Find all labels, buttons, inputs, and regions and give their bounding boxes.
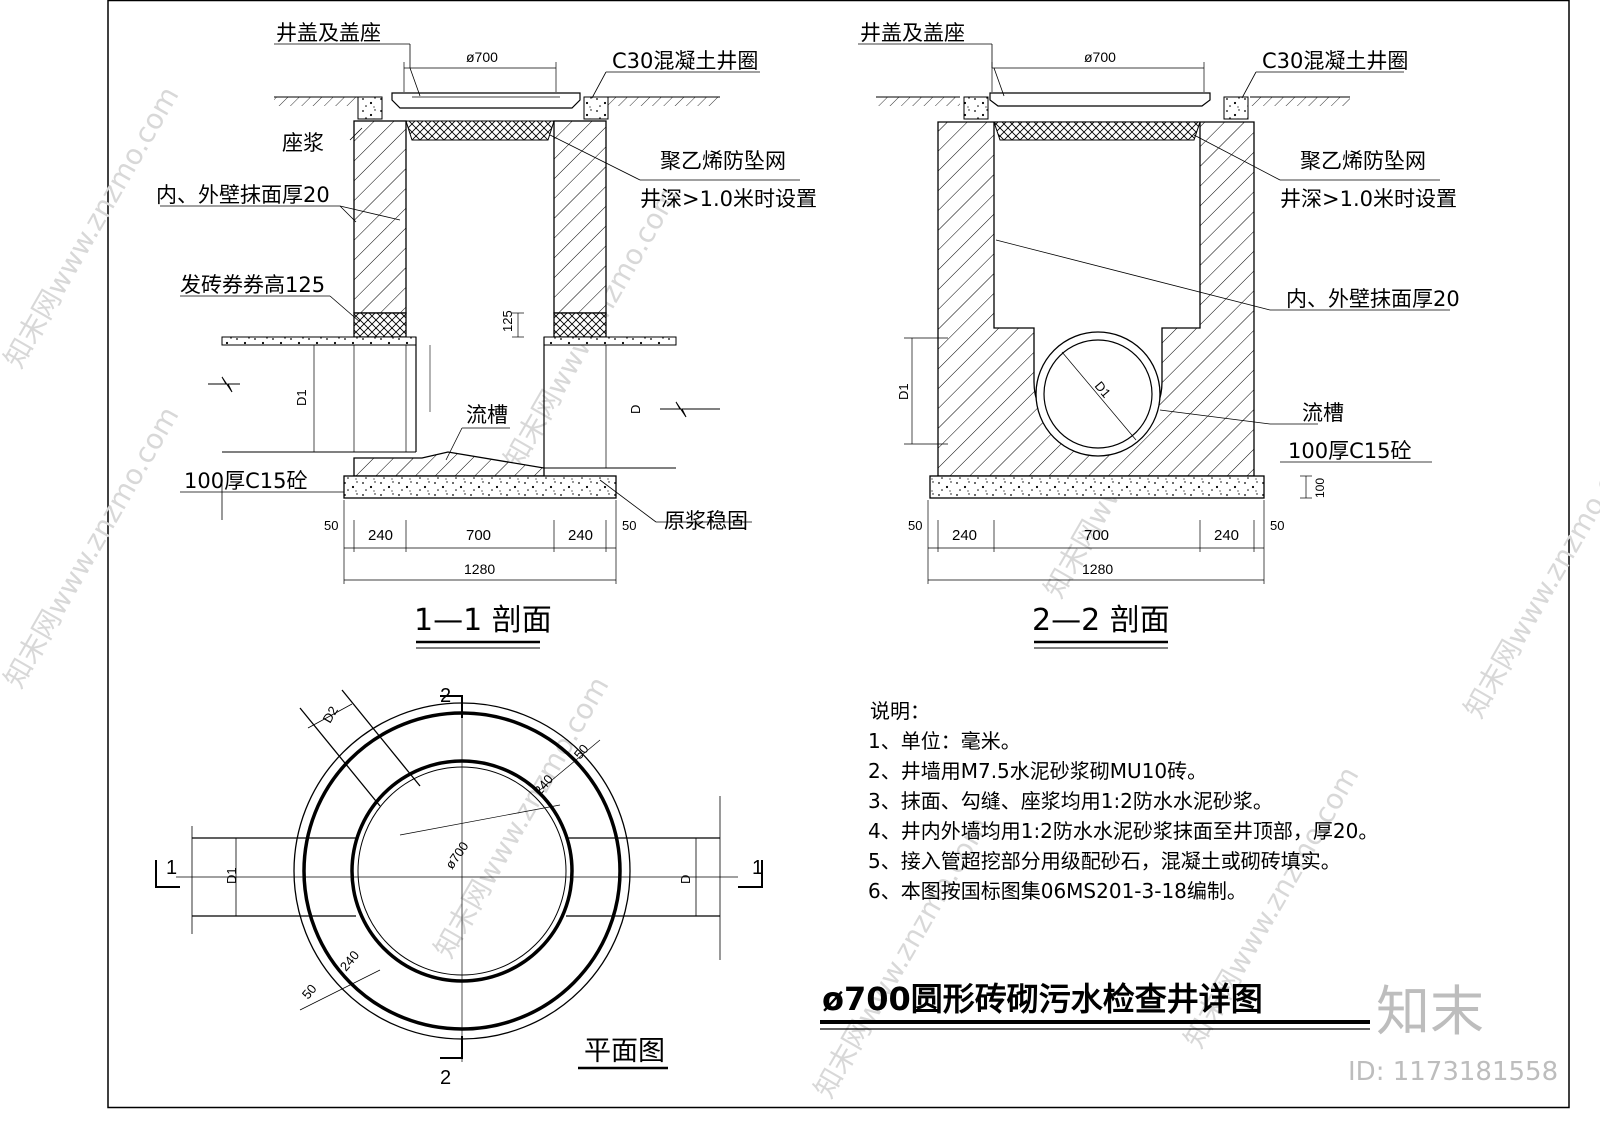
cut1-right: 1	[752, 857, 763, 879]
label-dia: ø700	[442, 839, 471, 872]
label-plaster: 内、外壁抹面厚20	[1286, 287, 1460, 311]
section-2-2	[858, 43, 1450, 649]
label-channel: 流槽	[466, 403, 508, 427]
label-d: D	[628, 405, 643, 414]
label-net: 聚乙烯防坠网	[660, 149, 786, 173]
label-d2: D2	[320, 704, 341, 726]
dim-total: 1280	[1082, 561, 1113, 577]
section-1-1	[160, 43, 800, 649]
label-cover: 井盖及盖座	[860, 21, 965, 45]
plan-view	[155, 689, 763, 1070]
label-arch-dim: 125	[500, 310, 515, 332]
dim-240-right: 240	[1214, 527, 1239, 544]
watermark-badge: 知末 ID: 1173181558	[1348, 980, 1558, 1087]
note-5: 5、接入管超挖部分用级配砂石，混凝土或砌砖填实。	[868, 849, 1341, 873]
notes: 说明： 1、单位：毫米。 2、井墙用M7.5水泥砂浆砌MU10砖。 3、抹面、勾…	[868, 699, 1378, 903]
label-arch: 发砖券券高125	[180, 273, 325, 297]
watermark-logo: 知末	[1376, 980, 1484, 1043]
plan-title: 平面图	[584, 1036, 665, 1067]
label-base: 100厚C15砼	[1288, 439, 1411, 463]
dim-700: 700	[466, 527, 491, 544]
watermark-id: ID: 1173181558	[1348, 1057, 1558, 1087]
dim-240-left: 240	[952, 527, 977, 544]
main-title: ø700圆形砖砌污水检查井详图	[822, 980, 1263, 1018]
dim-50-right: 50	[622, 518, 636, 533]
label-net: 聚乙烯防坠网	[1300, 149, 1426, 173]
section-title: 2—2 剖面	[1032, 603, 1170, 638]
label-net-cond: 井深>1.0米时设置	[1280, 187, 1457, 211]
label-dia: ø700	[1084, 49, 1116, 65]
dim-50-right: 50	[1270, 518, 1284, 533]
dim-50-b: 50	[299, 981, 320, 1002]
label-d1: D1	[224, 867, 239, 884]
label-ring: C30混凝土井圈	[1262, 49, 1408, 73]
main-title-block: ø700圆形砖砌污水检查井详图	[820, 980, 1370, 1030]
dim-50-left: 50	[324, 518, 338, 533]
label-cover: 井盖及盖座	[276, 21, 381, 45]
sheet-border	[107, 0, 1570, 1109]
label-d1: D1	[896, 383, 911, 400]
label-100: 100	[1313, 478, 1327, 498]
dim-240-left: 240	[368, 527, 393, 544]
label-d1: D1	[294, 389, 309, 406]
cut1-left: 1	[166, 857, 177, 879]
note-1: 1、单位：毫米。	[868, 729, 1021, 753]
section-2-2-labels: 井盖及盖座 C30混凝土井圈 ø700 聚乙烯防坠网 井深>1.0米时设置 内、…	[860, 21, 1460, 638]
label-ring: C30混凝土井圈	[612, 49, 758, 73]
note-3: 3、抹面、勾缝、座浆均用1:2防水水泥砂浆。	[868, 789, 1273, 813]
label-d: D	[678, 875, 693, 884]
label-channel: 流槽	[1302, 401, 1344, 425]
section-title: 1—1 剖面	[414, 603, 552, 638]
note-4: 4、井内外墙均用1:2防水水泥砂浆抹面至井顶部，厚20。	[868, 819, 1378, 843]
label-plaster: 内、外壁抹面厚20	[156, 183, 330, 207]
watermark-text: 知末网www.znzmo.com	[1457, 431, 1600, 724]
cut2-top: 2	[440, 685, 451, 707]
note-6: 6、本图按国标图集06MS201-3-18编制。	[868, 879, 1247, 903]
dim-240-right: 240	[568, 527, 593, 544]
label-dia: ø700	[466, 49, 498, 65]
dim-50-left: 50	[908, 518, 922, 533]
cut2-bottom: 2	[440, 1067, 451, 1089]
note-2: 2、井墙用M7.5水泥砂浆砌MU10砖。	[868, 759, 1207, 783]
section-1-1-labels: 井盖及盖座 C30混凝土井圈 ø700 座浆 内、外壁抹面厚20 聚乙烯防坠网 …	[156, 21, 817, 638]
notes-heading: 说明：	[870, 699, 930, 723]
label-base: 100厚C15砼	[184, 469, 307, 493]
watermark-text: 知末网www.znzmo.com	[0, 401, 185, 694]
watermark-text: 知末网www.znzmo.com	[0, 81, 185, 374]
dim-total: 1280	[464, 561, 495, 577]
label-mortar: 座浆	[282, 131, 324, 155]
dim-700: 700	[1084, 527, 1109, 544]
label-fix: 原浆稳固	[664, 509, 748, 533]
watermark-layer: 知末网www.znzmo.com 知末网www.znzmo.com 知末网www…	[0, 81, 1600, 1104]
label-net-cond: 井深>1.0米时设置	[640, 187, 817, 211]
